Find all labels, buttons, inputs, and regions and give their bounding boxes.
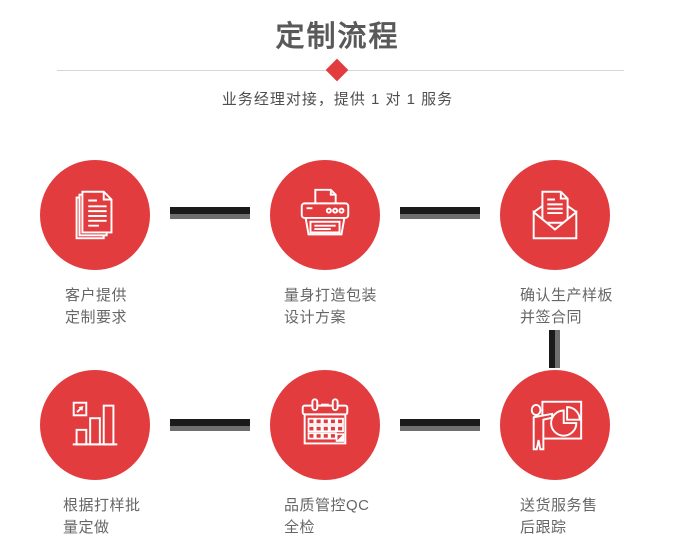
connector-step3-step6 — [549, 330, 560, 368]
page-title: 定制流程 — [275, 21, 400, 53]
step-circle-6 — [500, 370, 610, 480]
step-label-3-line1: 确认生产样板 — [520, 287, 614, 304]
diamond-icon — [325, 58, 349, 82]
calendar-icon — [301, 398, 349, 445]
documents-icon — [75, 190, 113, 240]
subtitle: 业务经理对接，提供 1 对 1 服务 — [221, 91, 454, 108]
connector-step1-step2 — [170, 207, 250, 219]
step-label-1-line2: 定制要求 — [65, 309, 128, 326]
printer-icon — [300, 188, 350, 236]
step-label-2: 量身打造包装 设计方案 — [284, 285, 377, 329]
step-circle-5 — [270, 370, 380, 480]
step-label-6: 送货服务售 后跟踪 — [520, 495, 598, 539]
step-circle-4 — [40, 370, 150, 480]
step-label-5-line2: 全检 — [284, 519, 316, 536]
step-label-4-line2: 量定做 — [63, 519, 110, 536]
presentation-icon — [530, 400, 583, 451]
step-label-5-line1: 品质管控QC — [284, 497, 370, 514]
step-label-1-line1: 客户提供 — [65, 287, 128, 304]
step-circle-1 — [40, 160, 150, 270]
step-label-6-line2: 后跟踪 — [520, 519, 567, 536]
step-label-2-line2: 设计方案 — [284, 309, 347, 326]
step-label-3-line2: 并签合同 — [520, 309, 583, 326]
step-label-4: 根据打样批 量定做 — [63, 495, 141, 539]
bar-chart-icon — [72, 401, 118, 446]
connector-step2-step3 — [400, 207, 480, 219]
step-circle-2 — [270, 160, 380, 270]
step-circle-3 — [500, 160, 610, 270]
step-label-6-line1: 送货服务售 — [520, 497, 598, 514]
step-label-3: 确认生产样板 并签合同 — [520, 285, 613, 329]
step-label-4-line1: 根据打样批 — [63, 497, 141, 514]
step-label-2-line1: 量身打造包装 — [284, 287, 378, 304]
connector-step4-step5 — [170, 419, 250, 431]
envelope-icon — [532, 190, 578, 240]
step-label-5: 品质管控QC 全检 — [284, 495, 370, 539]
step-label-1: 客户提供 定制要求 — [65, 285, 127, 329]
connector-step5-step6 — [400, 419, 480, 431]
